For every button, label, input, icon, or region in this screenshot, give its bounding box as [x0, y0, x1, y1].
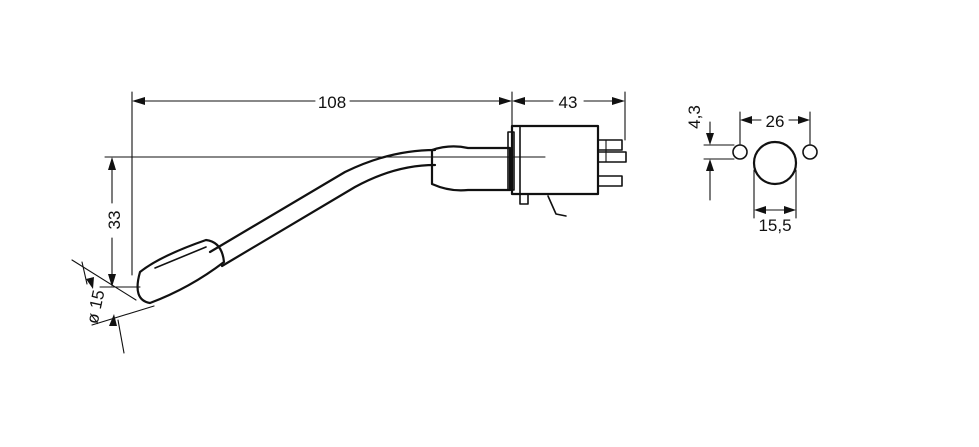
- mounting-holes: [732, 140, 818, 186]
- dimension-diameter-15: ø 15: [71, 259, 155, 354]
- dimension-label-26: 26: [766, 112, 785, 131]
- dimension-label-33: 33: [105, 211, 124, 230]
- dimension-15-5: 15,5: [753, 169, 797, 235]
- left-pin-hole: [732, 144, 748, 160]
- center-hole: [752, 140, 798, 186]
- dimension-label-43: 43: [559, 93, 578, 112]
- lever-stalk: [104, 148, 546, 268]
- dimension-4-3: 4,3: [685, 105, 735, 201]
- dimension-label-15-5: 15,5: [758, 216, 791, 235]
- right-pin-hole: [802, 144, 818, 160]
- dimension-108: 108: [131, 91, 513, 276]
- dimension-label-108: 108: [318, 93, 346, 112]
- dimension-43: 43: [512, 91, 626, 141]
- dimension-label-4-3: 4,3: [685, 105, 704, 129]
- dimension-26: 26: [739, 111, 811, 145]
- lever-knob: [136, 238, 226, 305]
- dimension-33: 33: [99, 157, 141, 288]
- dimension-label-diameter-15: ø 15: [83, 288, 109, 325]
- switch-housing: [430, 124, 627, 217]
